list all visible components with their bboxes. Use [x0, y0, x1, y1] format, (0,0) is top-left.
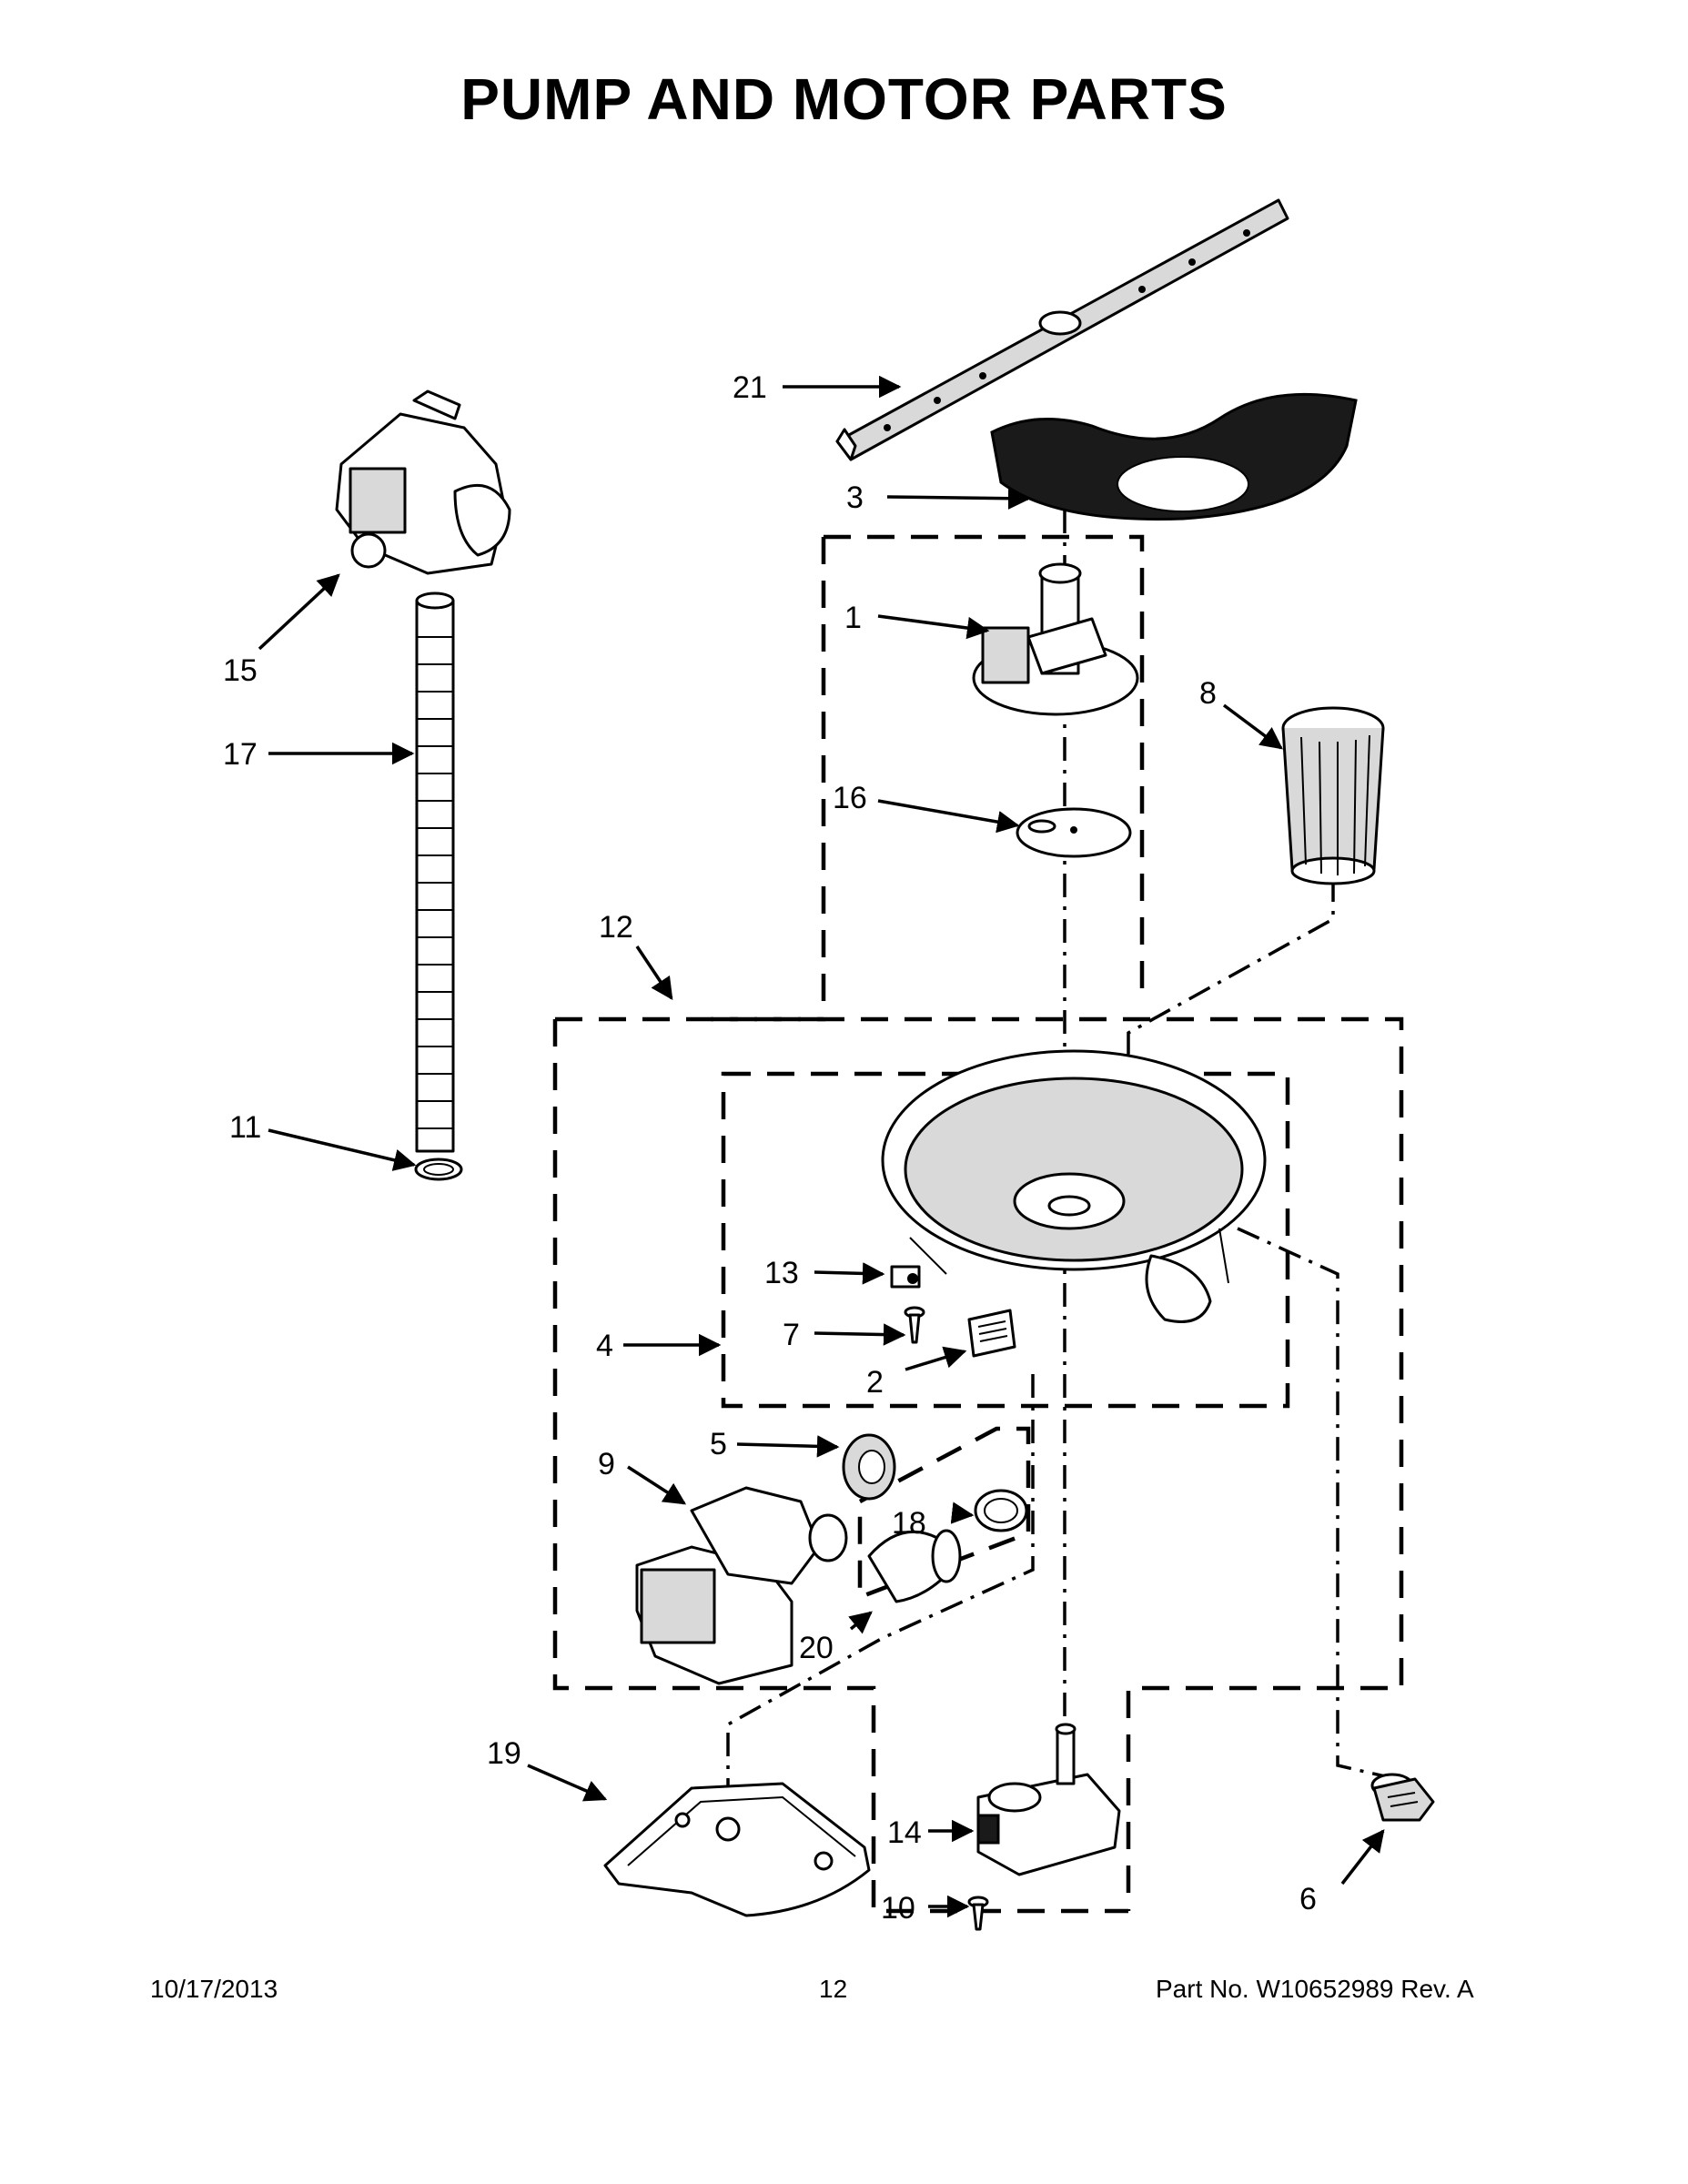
page-title: PUMP AND MOTOR PARTS — [460, 66, 1228, 132]
spray-arm-part — [835, 198, 1289, 461]
footer-part-number: Part No. W10652989 Rev. A — [1156, 1975, 1474, 2003]
callout-20: 20 — [799, 1631, 834, 1665]
callout-14: 14 — [887, 1815, 922, 1850]
pump-hose-part — [867, 1529, 962, 1603]
drain-pump-part — [335, 389, 511, 575]
callout-19: 19 — [487, 1736, 521, 1771]
callout-11: 11 — [229, 1110, 261, 1145]
callout-17: 17 — [223, 737, 258, 772]
callout-16: 16 — [833, 781, 867, 815]
diverter-housing-part — [972, 562, 1139, 716]
callout-21: 21 — [733, 370, 767, 405]
screw-part — [904, 1306, 925, 1344]
motor-screw-part — [967, 1896, 989, 1931]
leader-arrows — [258, 375, 1385, 1918]
callout-9: 9 — [598, 1447, 615, 1481]
pump-motor-part — [635, 1486, 848, 1685]
footer-page-number: 12 — [819, 1975, 848, 2003]
callout-3: 3 — [846, 480, 864, 515]
pump-clamp-part — [974, 1489, 1028, 1532]
sensor-part — [1370, 1773, 1435, 1822]
callout-12: 12 — [599, 910, 633, 945]
callout-4: 4 — [596, 1329, 613, 1363]
hose-clamp-part — [414, 1158, 463, 1181]
connector-part — [967, 1309, 1016, 1358]
callout-18: 18 — [892, 1506, 926, 1541]
shield-gasket-part — [990, 392, 1358, 521]
disc-part — [1016, 807, 1132, 858]
sump-part — [881, 1049, 1267, 1323]
drain-hose-part — [415, 592, 455, 1153]
clip-part — [890, 1265, 921, 1289]
filter-part — [1281, 706, 1385, 885]
callout-6: 6 — [1299, 1882, 1317, 1916]
callout-15: 15 — [223, 653, 258, 688]
callout-10: 10 — [881, 1891, 915, 1926]
callout-labels: 21 3 1 16 8 15 17 12 11 13 7 2 4 5 9 18 … — [223, 370, 1317, 1926]
callout-8: 8 — [1199, 676, 1217, 711]
callout-7: 7 — [783, 1318, 800, 1352]
callout-13: 13 — [764, 1256, 799, 1290]
callout-2: 2 — [866, 1365, 884, 1400]
callout-1: 1 — [844, 601, 862, 635]
diverter-motor-part — [976, 1723, 1121, 1876]
footer-date: 10/17/2013 — [150, 1975, 278, 2003]
seal-part — [842, 1433, 896, 1501]
insulation-pad-part — [603, 1782, 871, 1917]
callout-5: 5 — [710, 1427, 727, 1461]
